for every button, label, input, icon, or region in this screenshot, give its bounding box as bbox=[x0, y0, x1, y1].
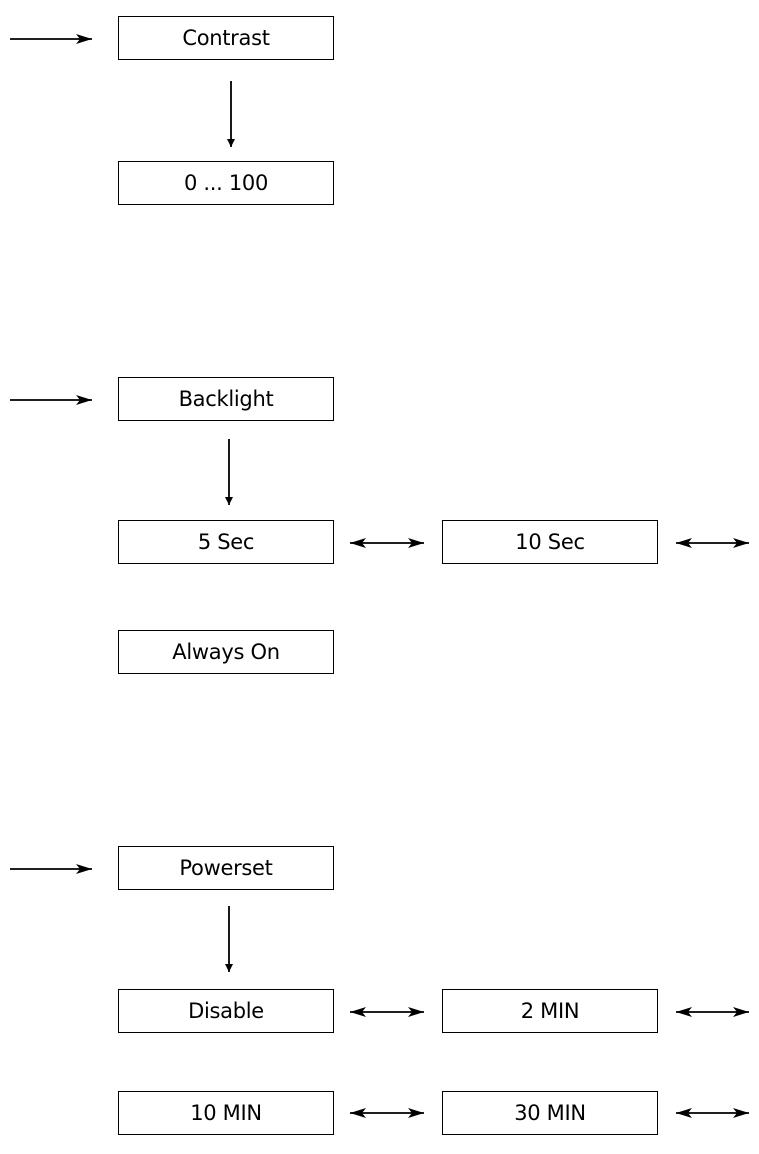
backlight-option-10-sec: 10 Sec bbox=[442, 520, 658, 564]
powerset-option-2-min: 2 MIN bbox=[442, 989, 658, 1033]
backlight-option-5-sec: 5 Sec bbox=[118, 520, 334, 564]
contrast-range-box: 0 ... 100 bbox=[118, 161, 334, 205]
powerset-option-disable: Disable bbox=[118, 989, 334, 1033]
powerset-option-10-min: 10 MIN bbox=[118, 1091, 334, 1135]
backlight-menu-box: Backlight bbox=[118, 377, 334, 421]
powerset-menu-box: Powerset bbox=[118, 846, 334, 890]
powerset-option-30-min: 30 MIN bbox=[442, 1091, 658, 1135]
contrast-menu-box: Contrast bbox=[118, 16, 334, 60]
backlight-option-always-on: Always On bbox=[118, 630, 334, 674]
